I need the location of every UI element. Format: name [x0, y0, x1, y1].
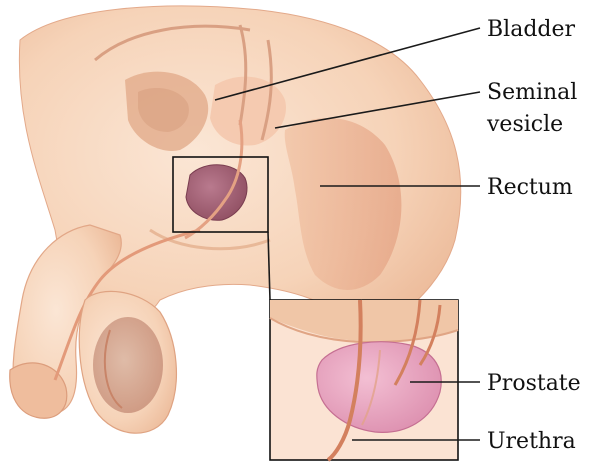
label-seminal-line2: vesicle — [486, 112, 563, 137]
label-seminal-line1: Seminal — [487, 80, 577, 105]
label-prostate: Prostate — [487, 371, 581, 396]
label-rectum: Rectum — [487, 175, 573, 200]
label-urethra: Urethra — [487, 429, 576, 454]
testis-shape — [93, 317, 163, 413]
inset-panel — [270, 300, 458, 460]
label-bladder: Bladder — [487, 17, 576, 42]
